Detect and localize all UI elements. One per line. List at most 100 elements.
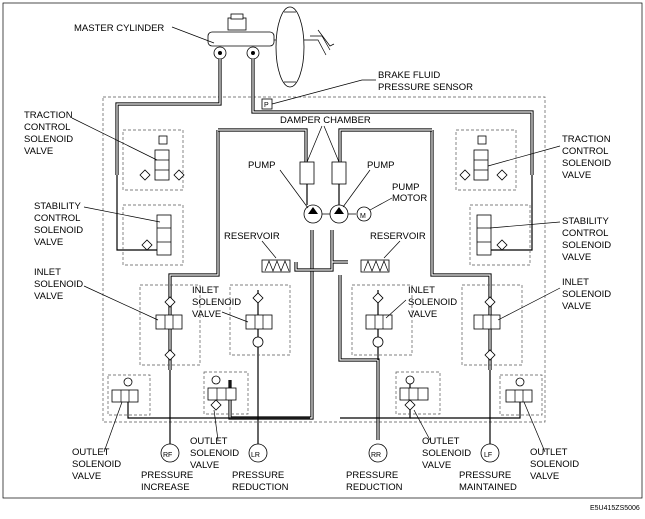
svg-text:OUTLET: OUTLET — [72, 447, 110, 458]
svg-text:VALVE: VALVE — [190, 460, 219, 471]
svg-text:SOLENOID: SOLENOID — [34, 225, 83, 236]
svg-text:VALVE: VALVE — [24, 146, 53, 157]
pump-motor-label-1: PUMP — [392, 182, 419, 193]
reservoir-right — [360, 259, 390, 273]
svg-text:CONTROL: CONTROL — [562, 228, 608, 239]
outlet-1-label: OUTLET SOLENOID VALVE — [72, 447, 121, 482]
wheel-lf: LF — [480, 443, 500, 463]
svg-text:SOLENOID: SOLENOID — [562, 158, 611, 169]
svg-text:SOLENOID: SOLENOID — [530, 459, 579, 470]
reservoir-right-leader — [383, 240, 401, 259]
sc-valve-right — [469, 204, 531, 266]
outlet-valve-3 — [395, 371, 441, 415]
svg-text:VALVE: VALVE — [192, 309, 221, 320]
outlet-2-leader — [213, 409, 219, 441]
inlet-valve-left-outer — [139, 284, 201, 366]
svg-text:TRACTION: TRACTION — [24, 110, 73, 121]
svg-text:PRESSURE: PRESSURE — [459, 470, 511, 481]
svg-text:REDUCTION: REDUCTION — [346, 482, 403, 493]
sc-right-label: STABILITY CONTROL SOLENOID VALVE — [562, 216, 611, 263]
damper-chamber-label: DAMPER CHAMBER — [280, 115, 371, 126]
sc-left-label: STABILITY CONTROL SOLENOID VALVE — [34, 201, 83, 248]
svg-text:STABILITY: STABILITY — [562, 216, 609, 227]
secondary-lines — [116, 175, 533, 445]
svg-text:INCREASE: INCREASE — [141, 482, 190, 493]
svg-text:SOLENOID: SOLENOID — [72, 459, 121, 470]
svg-text:INLET: INLET — [562, 277, 589, 288]
svg-text:REDUCTION: REDUCTION — [232, 482, 289, 493]
svg-text:MAINTAINED: MAINTAINED — [459, 482, 517, 493]
svg-text:TRACTION: TRACTION — [562, 134, 611, 145]
svg-text:LR: LR — [251, 452, 260, 459]
pump-left-label: PUMP — [248, 160, 275, 171]
svg-text:SOLENOID: SOLENOID — [562, 289, 611, 300]
svg-text:VALVE: VALVE — [562, 252, 591, 263]
svg-text:INLET: INLET — [408, 285, 435, 296]
pump-motor-label-2: MOTOR — [392, 193, 427, 204]
svg-text:VALVE: VALVE — [562, 301, 591, 312]
wheel-rf: RF — [160, 443, 180, 463]
inlet-left-outer-leader — [83, 285, 159, 321]
pump-right-leader — [342, 169, 371, 208]
svg-text:PRESSURE: PRESSURE — [346, 470, 398, 481]
master-cylinder — [207, 13, 282, 60]
svg-text:VALVE: VALVE — [562, 170, 591, 181]
inlet-left-inner-label: INLET SOLENOID VALVE — [192, 285, 241, 320]
tc-valve-right — [455, 129, 517, 191]
wheel-rr: RR — [368, 443, 388, 463]
reservoir-left-label: RESERVOIR — [224, 231, 280, 242]
state-rf-label: PRESSURE INCREASE — [141, 470, 193, 493]
svg-text:SOLENOID: SOLENOID — [190, 448, 239, 459]
svg-text:CONTROL: CONTROL — [34, 213, 80, 224]
pump-right-label: PUMP — [367, 160, 394, 171]
inlet-left-inner-leader — [221, 311, 249, 323]
reservoir-left — [261, 259, 291, 273]
svg-text:SOLENOID: SOLENOID — [422, 448, 471, 459]
damper-chamber-leader — [306, 125, 340, 163]
pump-left-leader — [279, 169, 309, 209]
master-cylinder-label: MASTER CYLINDER — [74, 23, 164, 34]
svg-text:VALVE: VALVE — [530, 471, 559, 482]
svg-text:OUTLET: OUTLET — [190, 436, 228, 447]
sc-valve-left — [122, 204, 184, 266]
inlet-right-inner-leader — [385, 299, 407, 319]
motor-symbol: M — [360, 213, 366, 220]
tc-valve-left — [122, 129, 185, 191]
inlet-valve-right-inner — [351, 284, 413, 356]
inlet-right-inner-label: INLET SOLENOID VALVE — [408, 285, 457, 320]
svg-text:OUTLET: OUTLET — [422, 436, 460, 447]
state-lf-label: PRESSURE MAINTAINED — [459, 470, 517, 493]
svg-text:OUTLET: OUTLET — [530, 447, 568, 458]
inlet-right-outer-leader — [497, 287, 561, 321]
outlet-4-leader — [523, 401, 546, 453]
pump-motor: M — [356, 206, 372, 222]
svg-text:SOLENOID: SOLENOID — [34, 279, 83, 290]
outlet-1-leader — [103, 401, 123, 453]
svg-text:VALVE: VALVE — [72, 471, 101, 482]
inlet-valve-right-outer — [461, 284, 523, 366]
reservoir-left-leader — [261, 240, 277, 259]
wheel-lr: LR — [248, 443, 268, 463]
pressure-sensor-leader — [271, 79, 376, 105]
svg-text:RF: RF — [163, 452, 172, 459]
reservoir-right-label: RESERVOIR — [370, 231, 426, 242]
outlet-valve-1 — [107, 374, 151, 416]
svg-text:LF: LF — [484, 452, 492, 459]
svg-text:SOLENOID: SOLENOID — [562, 240, 611, 251]
svg-text:SOLENOID: SOLENOID — [192, 297, 241, 308]
inlet-right-outer-label: INLET SOLENOID VALVE — [562, 277, 611, 312]
svg-text:RR: RR — [371, 452, 381, 459]
pumps — [303, 184, 356, 224]
svg-text:INLET: INLET — [192, 285, 219, 296]
state-rr-label: PRESSURE REDUCTION — [346, 470, 403, 493]
svg-text:SOLENOID: SOLENOID — [24, 134, 73, 145]
pump-motor-leader — [369, 197, 393, 211]
pressure-sensor-label-2: PRESSURE SENSOR — [378, 82, 473, 93]
hydraulic-unit-outline — [102, 96, 546, 423]
figure-frame — [2, 2, 643, 499]
svg-text:CONTROL: CONTROL — [24, 122, 70, 133]
tc-left-label: TRACTION CONTROL SOLENOID VALVE — [24, 110, 73, 157]
svg-text:VALVE: VALVE — [34, 237, 63, 248]
tc-right-label: TRACTION CONTROL SOLENOID VALVE — [562, 134, 611, 181]
svg-text:VALVE: VALVE — [408, 309, 437, 320]
